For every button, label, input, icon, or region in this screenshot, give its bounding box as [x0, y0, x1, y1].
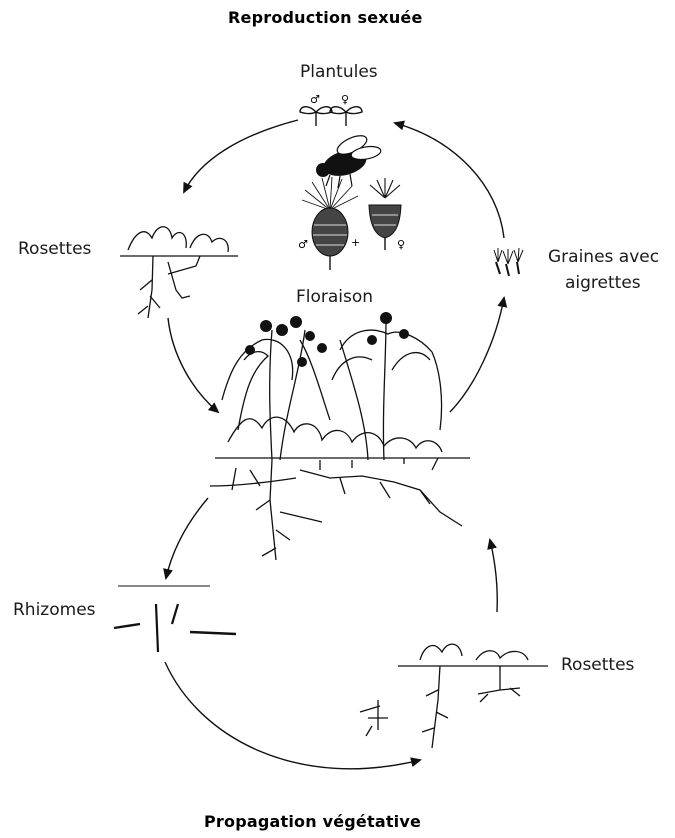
arrow-rosettes-to-floraison	[168, 318, 218, 412]
arrow-floraison-to-rhizomes	[166, 498, 208, 578]
seedling-female-symbol: ♀	[341, 93, 349, 106]
arrow-rosettes-to-floraison-bottom	[490, 540, 497, 612]
flower-female-symbol: ♀	[397, 238, 405, 251]
rhizomes-icon	[114, 586, 236, 652]
arrow-seeds-to-plantules	[395, 123, 504, 238]
seedling-male-symbol: ♂	[310, 93, 320, 106]
male-flower-head-icon	[302, 177, 358, 270]
rosette-top-icon	[120, 227, 238, 318]
flower-plus-symbol: +	[351, 236, 360, 249]
arrow-plantules-to-rosettes	[184, 120, 298, 192]
flowering-plant-icon	[210, 320, 470, 560]
rosette-bottom-icon	[360, 644, 548, 748]
flower-male-symbol: ♂	[298, 238, 308, 251]
bee-icon	[316, 132, 382, 188]
seedlings-icon	[300, 107, 362, 126]
arrow-floraison-to-seeds	[450, 298, 504, 412]
seeds-with-pappus-icon	[494, 248, 523, 276]
arrow-rhizomes-to-rosettes	[165, 662, 420, 769]
